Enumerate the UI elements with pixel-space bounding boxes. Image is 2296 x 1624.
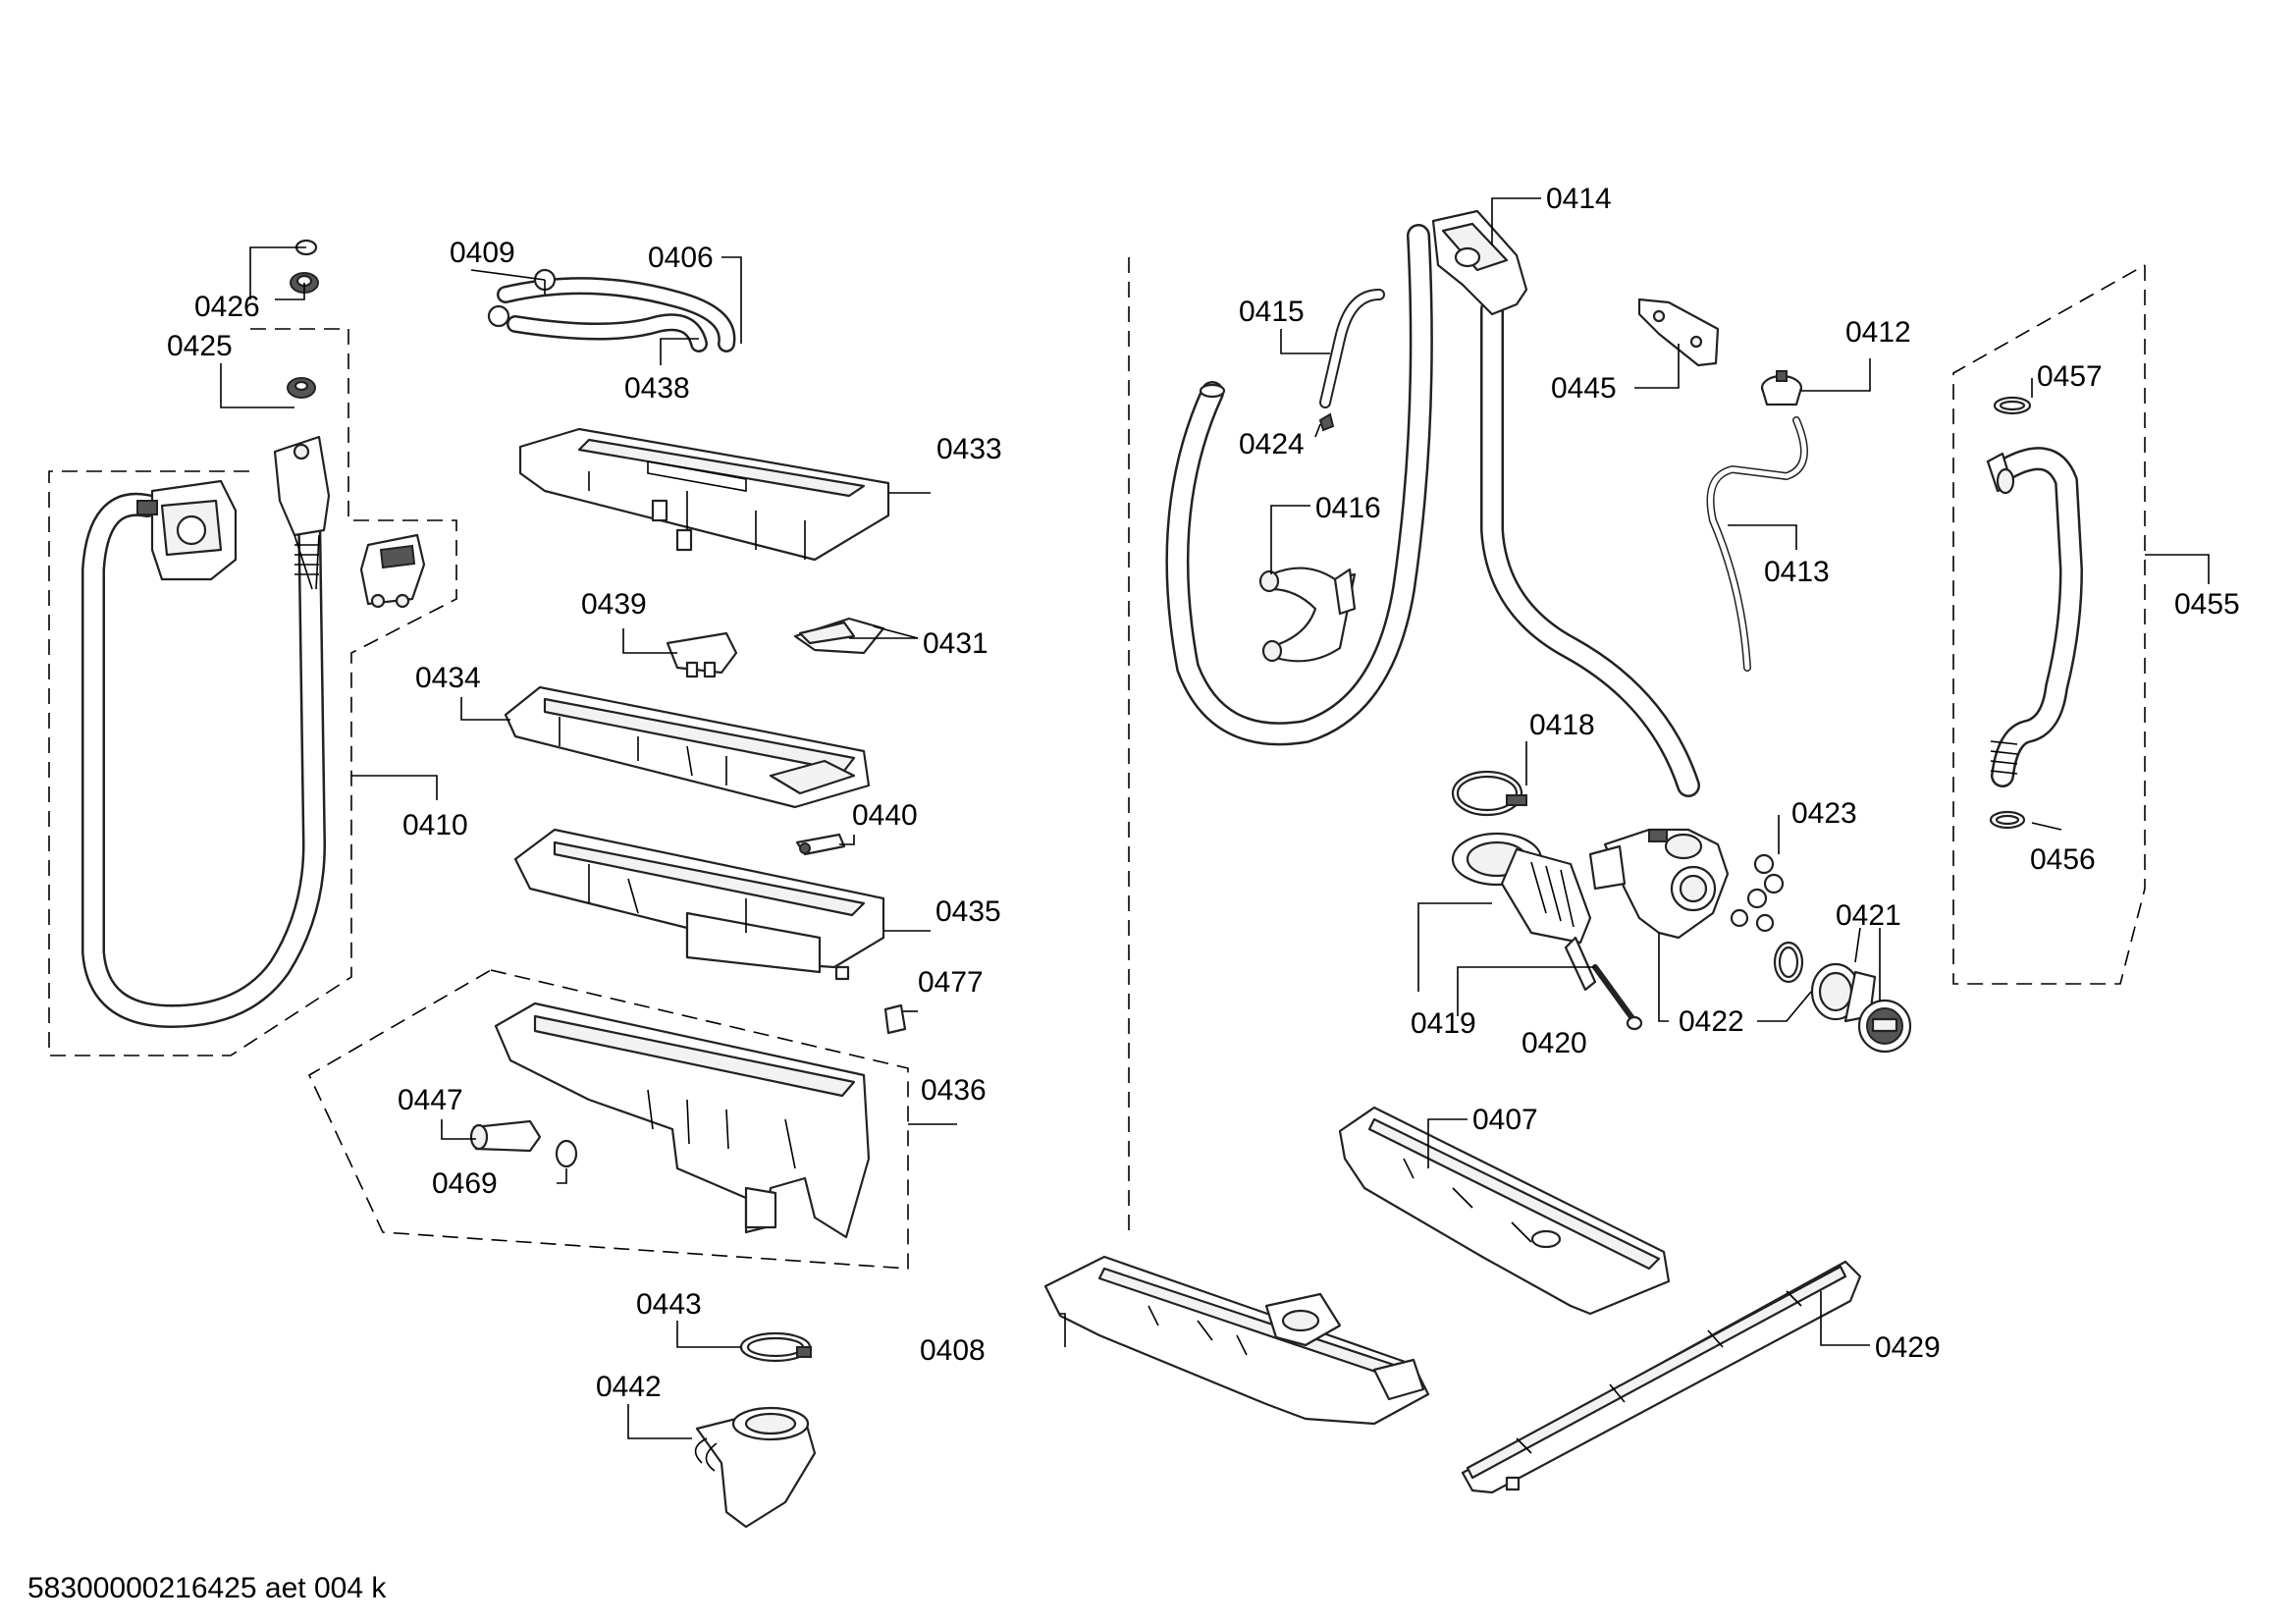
- callout-0420: 0420: [1522, 1027, 1587, 1059]
- callout-0426: 0426: [194, 291, 260, 323]
- part-pump-0422: [1588, 828, 1730, 940]
- callout-0455: 0455: [2174, 588, 2240, 621]
- callout-0433: 0433: [936, 433, 1002, 465]
- part-block-0477: [883, 1003, 907, 1035]
- callout-0416: 0416: [1315, 492, 1381, 524]
- callout-0457: 0457: [2037, 360, 2103, 393]
- part-flap-0431: [793, 617, 885, 655]
- part-water-valve-small: [359, 533, 426, 609]
- callout-0469: 0469: [432, 1167, 498, 1200]
- callout-0438: 0438: [624, 372, 690, 405]
- part-hoses-0406: [487, 268, 736, 352]
- callout-0443: 0443: [636, 1288, 702, 1321]
- part-seals-0426-0425: [287, 239, 319, 399]
- callout-0419: 0419: [1411, 1007, 1476, 1040]
- callout-labels: 0426 0425 0409 0406 0438 0433 0439 0431 …: [167, 183, 2240, 1403]
- part-bracket-0445: [1637, 298, 1720, 367]
- callout-0423: 0423: [1791, 797, 1857, 830]
- part-tray-0407: [1338, 1106, 1671, 1316]
- callout-0425: 0425: [167, 330, 233, 362]
- part-sensor-0447: [469, 1119, 542, 1153]
- frame-drawer-group: [307, 969, 909, 1270]
- part-tray-0429: [1461, 1260, 1862, 1494]
- callout-0410: 0410: [402, 809, 468, 841]
- part-rod-0420: [1592, 964, 1643, 1031]
- callout-0406: 0406: [648, 242, 714, 274]
- callout-0436: 0436: [921, 1074, 987, 1107]
- callout-0412: 0412: [1845, 316, 1911, 349]
- callout-0424: 0424: [1239, 428, 1305, 460]
- part-pressure-switch-0412: [1760, 370, 1803, 406]
- frame-drain-hose-group: [1952, 264, 2146, 985]
- group-frames: [48, 257, 2146, 1270]
- part-tray-0408: [1043, 1255, 1430, 1426]
- part-hose-0415: [1319, 289, 1385, 408]
- part-drawer-top-0433: [518, 427, 890, 562]
- part-sump-hose-0414: [1431, 209, 1700, 797]
- leader-lines: [220, 197, 2210, 1439]
- callout-0477: 0477: [918, 966, 984, 999]
- part-bellow-0419: [1451, 832, 1597, 992]
- callout-0414: 0414: [1546, 183, 1612, 215]
- part-drawer-0435: [513, 828, 885, 981]
- callout-0445: 0445: [1551, 372, 1617, 405]
- callout-0422: 0422: [1679, 1005, 1744, 1038]
- callout-0434: 0434: [415, 662, 481, 694]
- part-gasket-0421: [1773, 941, 1804, 984]
- callout-0408: 0408: [920, 1334, 986, 1367]
- callout-0440: 0440: [852, 799, 918, 832]
- part-drawer-housing-0436: [494, 1001, 871, 1239]
- callout-0409: 0409: [450, 237, 515, 269]
- part-clip-0424: [1318, 412, 1335, 432]
- part-drain-hose-0455: [1986, 447, 2083, 787]
- callout-0447: 0447: [398, 1084, 463, 1116]
- callout-0407: 0407: [1472, 1104, 1538, 1136]
- part-drawer-insert-0434: [504, 685, 871, 809]
- part-inlet-hose: [81, 435, 331, 1028]
- part-water-valve-left: [136, 479, 238, 581]
- callout-0421: 0421: [1836, 899, 1901, 932]
- callout-0413: 0413: [1764, 556, 1830, 588]
- part-drain-hose-0416: [1165, 224, 1433, 746]
- drawing-number: 58300000216425 aet 004 k: [27, 1572, 387, 1604]
- part-bracket-0416: [1258, 567, 1357, 663]
- part-bellow-0442: [694, 1406, 817, 1529]
- callout-0431: 0431: [923, 627, 988, 660]
- callout-0418: 0418: [1529, 709, 1595, 741]
- part-lever-0439: [666, 631, 738, 678]
- part-clamp-0457: [1993, 396, 2032, 415]
- callout-0415: 0415: [1239, 296, 1305, 328]
- callout-0435: 0435: [935, 895, 1001, 928]
- callout-0456: 0456: [2030, 843, 2096, 876]
- part-pressure-hose-0413: [1706, 416, 1808, 672]
- callout-0442: 0442: [596, 1371, 662, 1403]
- part-filter-0421: [1810, 962, 1912, 1054]
- callout-0439: 0439: [581, 588, 647, 621]
- part-small-seals-0423: [1730, 853, 1785, 933]
- callout-0429: 0429: [1875, 1331, 1941, 1364]
- part-clamp-0456: [1989, 810, 2026, 830]
- part-ring-0469: [555, 1139, 578, 1168]
- part-clip-0440: [795, 833, 846, 856]
- frame-inlet-hose-group: [48, 328, 457, 1056]
- part-clamp-0443: [739, 1331, 812, 1363]
- part-clamp-0418: [1451, 770, 1527, 817]
